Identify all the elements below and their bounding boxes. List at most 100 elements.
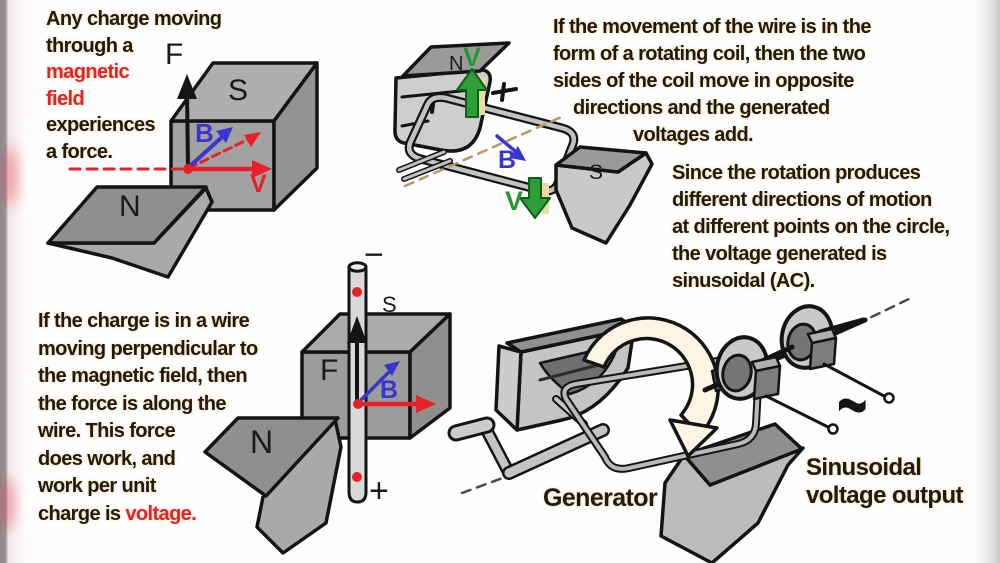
- wire-voltage-caption: If the charge is in a wire moving perpen…: [38, 308, 258, 528]
- output-wire-2: [822, 362, 886, 398]
- velocity-up-arrow: [456, 68, 488, 118]
- crank-arm: [482, 425, 513, 477]
- terminal-2: [883, 392, 895, 404]
- crank-handle: [450, 419, 493, 439]
- terminal-1: [827, 423, 839, 435]
- sinusoidal-caption: Since the rotation produces different di…: [672, 160, 950, 295]
- left-edge-vignette: [0, 0, 27, 563]
- coil-in-slot-wire: [538, 362, 604, 382]
- output-caption-line2: voltage output: [806, 482, 964, 509]
- velocity-arrow-head: [252, 160, 272, 178]
- caption-line: charge is voltage.: [38, 502, 197, 525]
- axle-stub-right: [491, 87, 518, 95]
- coil-field-b-label: B: [498, 146, 517, 174]
- caption-line: wire. This force: [38, 420, 176, 442]
- wire-field-b-label: B: [380, 376, 399, 404]
- wire-b-arrow-shaft: [356, 371, 390, 405]
- caption-line: Since the rotation produces: [672, 162, 921, 184]
- caption-line-highlight: magnetic: [46, 61, 130, 83]
- caption-line: form of a rotating coil, then the two: [553, 43, 866, 65]
- wire-south-pole-label: S: [382, 292, 397, 317]
- coil-velocity-down-label: V: [505, 186, 524, 216]
- voltage-highlight: voltage.: [125, 502, 197, 525]
- rotation-arrow-head: [668, 418, 719, 458]
- velocity-label: V: [250, 170, 267, 198]
- field-b-label: B: [195, 118, 214, 148]
- right-edge-vignette: [973, 0, 1000, 563]
- left-edge-red-smear-top: [3, 145, 18, 207]
- coil-south-pole-label: S: [589, 161, 604, 184]
- charge-force-diagram: [46, 61, 319, 279]
- generator-axis-dash-left: [460, 474, 510, 495]
- generator-diagram: [447, 295, 915, 563]
- generator-south-magnet-top: [682, 422, 804, 487]
- rotating-coil-caption: If the movement of the wire is in the fo…: [553, 14, 871, 149]
- force-arrow-shaft: [185, 90, 190, 170]
- north-magnet-top: [46, 185, 208, 245]
- rotation-axis-dashed: [403, 113, 568, 188]
- output-wire-1: [764, 394, 830, 429]
- wire-b-arrow-head: [384, 361, 400, 376]
- coil-lead-2: [402, 159, 452, 181]
- caption-line-highlight: field: [46, 87, 85, 110]
- wire-plus-label: +: [369, 472, 389, 510]
- caption-line: does work, and: [38, 447, 176, 470]
- caption-line: a force.: [46, 140, 113, 163]
- north-pole-label: N: [119, 190, 141, 223]
- wire-force-arrow-head: [347, 316, 367, 343]
- wire-force-label: F: [320, 354, 339, 387]
- coil-b-arrow-shaft: [495, 134, 517, 153]
- caption-line: Any charge moving: [46, 8, 222, 30]
- caption-line: the force is along the: [38, 392, 227, 415]
- caption-line: different directions of motion: [672, 189, 932, 211]
- generator-coil-wire: [562, 354, 761, 471]
- coil-north-magnet-top: [401, 41, 511, 78]
- velocity-down-arrow: [519, 177, 551, 219]
- caption-line: at different points on the circle,: [672, 216, 950, 238]
- left-edge-red-smear-bottom: [1, 478, 15, 530]
- caption-line: experiences: [46, 114, 156, 136]
- generator-caption: Generator: [543, 484, 658, 512]
- coil-b-arrow-head: [510, 146, 526, 161]
- wire-north-pole-label: N: [250, 424, 274, 460]
- caption-line: sinusoidal (AC).: [672, 270, 815, 292]
- field-b-arrow-shaft: [187, 136, 223, 169]
- coil-lead-1: [397, 150, 446, 172]
- charge-dot: [183, 164, 193, 174]
- caption-line: If the charge is in a wire: [38, 310, 250, 332]
- charge-force-caption: Any charge moving through a magnetic fie…: [46, 6, 222, 165]
- sine-wave-symbol: ~: [836, 354, 868, 454]
- brush-2-front: [808, 336, 838, 371]
- wire-charge-dot: [353, 399, 363, 409]
- wire-dot-top: [352, 287, 362, 297]
- output-caption-line1: Sinusoidal: [806, 454, 922, 481]
- wire-velocity-arrow-head: [416, 395, 436, 413]
- wire-north-magnet-top: [203, 416, 340, 498]
- coil-south-magnet-top: [554, 145, 648, 174]
- south-pole-label: S: [228, 74, 249, 107]
- caption-line: moving perpendicular to: [38, 337, 258, 360]
- deflection-dashed-arrow-shaft: [187, 137, 251, 170]
- slip-ring-1-hole: [721, 353, 753, 393]
- wire-force-diagram: [203, 261, 452, 555]
- caption-line: voltages add.: [633, 124, 754, 146]
- magnet-cube-right-face: [272, 61, 319, 212]
- brush-1-front: [752, 364, 782, 401]
- wire-dot-bottom: [352, 472, 362, 482]
- generator-north-magnet-left: [494, 344, 523, 432]
- coil-north-pole-label: N: [449, 53, 464, 75]
- rotating-coil-diagram: [393, 41, 654, 245]
- caption-line: the voltage generated is: [672, 243, 887, 265]
- caption-line: work per unit: [38, 475, 156, 497]
- caption-line: through a: [46, 34, 133, 57]
- caption-line: sides of the coil move in opposite: [553, 70, 854, 92]
- force-label: F: [165, 38, 184, 71]
- deflection-dashed-arrow-head: [244, 132, 261, 147]
- wire-minus-label: −: [364, 236, 384, 274]
- wire-top-cap: [347, 261, 368, 273]
- force-arrow-head: [177, 74, 197, 99]
- caption-line: directions and the generated: [573, 97, 830, 119]
- arrow-shadow-top: [478, 78, 485, 115]
